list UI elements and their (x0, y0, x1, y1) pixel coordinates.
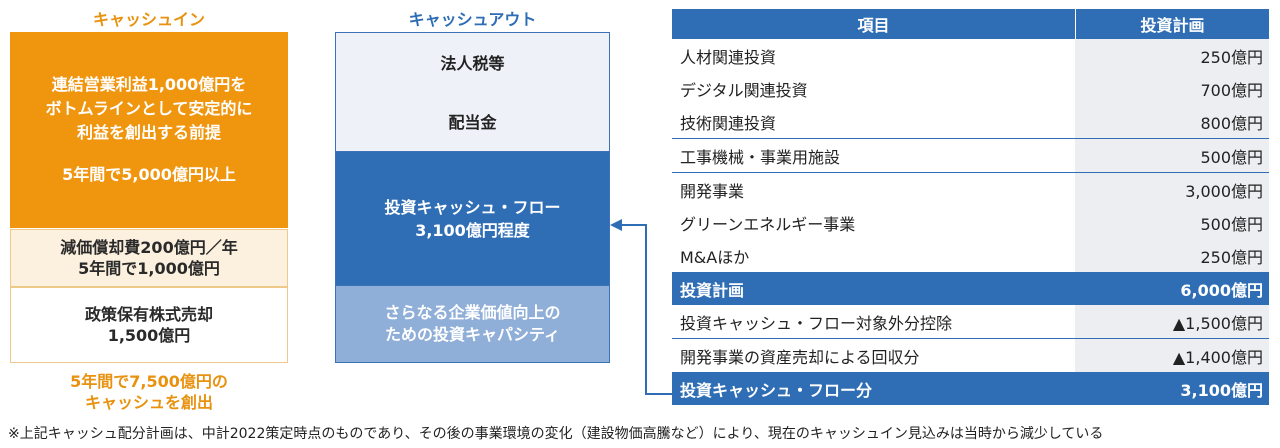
table-row-value: 700億円 (1075, 72, 1269, 105)
table-header-row: 項目 投資計画 (672, 9, 1269, 39)
table-row: 投資キャッシュ・フロー対象外分控除 ▲1,500億円 (672, 305, 1269, 339)
table-row-value: 500億円 (1075, 206, 1269, 239)
table-row-item: 開発事業の資産売却による回収分 (672, 339, 1075, 372)
cash-in-sale-line1: 政策保有株式売却 (84, 305, 213, 324)
cash-out-investment-box: 投資キャッシュ・フロー 3,100億円程度 (335, 152, 610, 286)
cash-in-summary: 5年間で7,500億円の キャッシュを創出 (10, 371, 288, 413)
table-row: デジタル関連投資 700億円 (672, 72, 1269, 105)
table-row-value: 500億円 (1075, 139, 1269, 172)
cash-in-summary-line1: 5年間で7,500億円の (70, 372, 228, 391)
table-row-item: M&Aほか (672, 239, 1075, 272)
cash-in-depreciation-line2: 5年間で1,000億円 (78, 259, 220, 278)
connector-line (620, 224, 680, 395)
table-row-value: 800億円 (1075, 105, 1269, 138)
table-row-item: グリーンエネルギー事業 (672, 206, 1075, 239)
table-row-value: ▲1,400億円 (1075, 339, 1269, 372)
cash-in-summary-line2: キャッシュを創出 (84, 393, 213, 412)
table-row-value: 250億円 (1075, 39, 1269, 72)
investment-plan-table: 項目 投資計画 人材関連投資 250億円 デジタル関連投資 700億円 技術関連… (672, 9, 1269, 405)
cash-in-main-line1: 連結営業利益1,000億円を (51, 75, 247, 94)
table-row: グリーンエネルギー事業 500億円 (672, 206, 1269, 239)
cash-in-sale-line2: 1,500億円 (107, 326, 191, 345)
cash-out-capacity-box: さらなる企業価値向上の ための投資キャパシティ (335, 286, 610, 363)
table-row: 工事機械・事業用施設 500億円 (672, 139, 1269, 173)
cash-out-capacity-line1: さらなる企業価値向上の (384, 303, 561, 322)
cash-out-capacity-line2: ための投資キャパシティ (384, 325, 561, 344)
table-row-item: 人材関連投資 (672, 39, 1075, 72)
table-row: 技術関連投資 800億円 (672, 105, 1269, 139)
cash-out-title: キャッシュアウト (408, 10, 537, 29)
table-row-item: 投資キャッシュ・フロー対象外分控除 (672, 305, 1075, 338)
cash-in-main-line3: 利益を創出する前提 (76, 123, 221, 142)
cash-in-main-line4: 5年間で5,000億円以上 (62, 165, 236, 184)
cash-out-investment-line1: 投資キャッシュ・フロー (384, 197, 561, 217)
cash-out-tax-label: 法人税等 (440, 54, 505, 73)
table-header-plan: 投資計画 (1075, 9, 1269, 39)
connector-arrow (610, 219, 680, 395)
table-row: 人材関連投資 250億円 (672, 39, 1269, 72)
table-subtotal-row: 投資計画 6,000億円 (672, 272, 1269, 305)
table-row-item: 投資キャッシュ・フロー分 (680, 380, 873, 400)
connector-arrowhead (610, 219, 622, 231)
table-row-value: 3,000億円 (1075, 173, 1269, 206)
table-row-item: 技術関連投資 (672, 105, 1075, 138)
table-row-item: デジタル関連投資 (672, 72, 1075, 105)
cash-out-dividend-box: 配当金 (335, 91, 610, 152)
cash-in-stock-sale-box: 政策保有株式売却 1,500億円 (10, 287, 288, 363)
cash-out-dividend-label: 配当金 (448, 113, 497, 132)
table-row-value: 250億円 (1075, 239, 1269, 272)
table-total-row: 投資キャッシュ・フロー分 3,100億円 (672, 372, 1269, 405)
cash-in-depreciation-line1: 減価償却費200億円／年 (60, 238, 238, 257)
table-row: 開発事業 3,000億円 (672, 173, 1269, 206)
cash-out-tax-box: 法人税等 (335, 32, 610, 92)
footnote: ※上記キャッシュ配分計画は、中計2022策定時点のものであり、その後の事業環境の… (8, 426, 1104, 442)
cash-in-operating-profit-box: 連結営業利益1,000億円を ボトムラインとして安定的に 利益を創出する前提 5… (10, 32, 288, 228)
cash-out-investment-line2: 3,100億円程度 (415, 220, 530, 240)
cash-in-main-line2: ボトムラインとして安定的に (45, 99, 253, 118)
cash-in-depreciation-box: 減価償却費200億円／年 5年間で1,000億円 (10, 229, 288, 287)
table-header-item: 項目 (857, 16, 890, 35)
table-row-item: 工事機械・事業用施設 (672, 139, 1075, 172)
table-row-value: 6,000億円 (1075, 272, 1269, 305)
table-row-value: ▲1,500億円 (1075, 305, 1269, 338)
cash-in-title: キャッシュイン (92, 10, 205, 29)
table-row-item: 投資計画 (680, 280, 745, 300)
table-row-value: 3,100億円 (1075, 372, 1269, 405)
table-row: 開発事業の資産売却による回収分 ▲1,400億円 (672, 339, 1269, 372)
table-row: M&Aほか 250億円 (672, 239, 1269, 272)
table-row-item: 開発事業 (672, 173, 1075, 206)
